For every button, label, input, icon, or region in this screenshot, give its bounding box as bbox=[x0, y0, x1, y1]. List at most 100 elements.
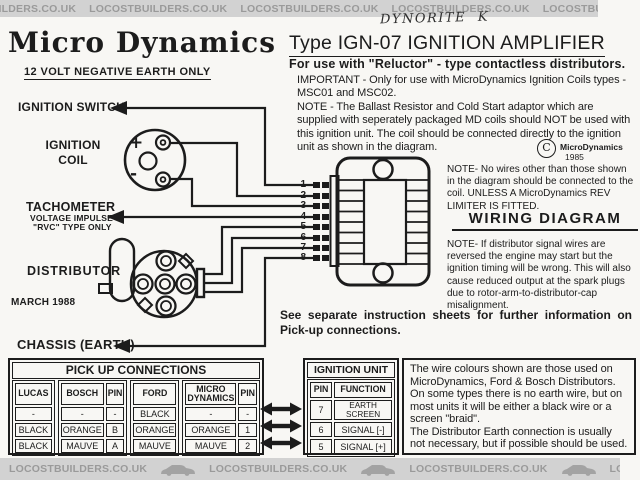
ignition-switch-label: IGNITION SWITCH bbox=[18, 100, 125, 114]
pickup-table-title: PICK UP CONNECTIONS bbox=[12, 362, 260, 379]
coil-center-hole bbox=[138, 151, 158, 171]
distributor-body bbox=[129, 249, 199, 319]
column-header: PIN bbox=[310, 382, 333, 398]
table-cell: MAUVE bbox=[185, 439, 237, 453]
distributor-clip-bottom bbox=[136, 296, 154, 314]
table-cell: SIGNAL [+] bbox=[334, 439, 392, 454]
table-link-arrows bbox=[260, 402, 302, 450]
column-header: LUCAS bbox=[15, 383, 52, 405]
table-cell: SIGNAL [-] bbox=[334, 422, 392, 437]
table-cell: - bbox=[105, 407, 125, 421]
column-header: PIN bbox=[105, 383, 125, 405]
car-silhouette-icon bbox=[561, 464, 596, 476]
watermark-text: LOCOSTBUILDERS.CO.UK bbox=[209, 463, 348, 475]
table-cell: BLACK bbox=[15, 423, 52, 437]
watermark-text: LOCOSTBUILDERS.CO.UK bbox=[240, 2, 379, 15]
distributor-label: DISTRIBUTOR bbox=[27, 264, 121, 278]
distributor-connector bbox=[195, 267, 206, 299]
car-silhouette-icon bbox=[361, 464, 396, 476]
page-subtitle: For use with "Reluctor" - type contactle… bbox=[289, 57, 626, 71]
handwritten-note: DYNORITE K bbox=[379, 9, 490, 28]
see-separate-note: See separate instruction sheets for furt… bbox=[280, 308, 632, 337]
unit-mount-hole-top bbox=[372, 158, 394, 181]
table-cell: - bbox=[185, 407, 237, 421]
distributor-vacuum-tab bbox=[98, 283, 113, 294]
table-cell: B bbox=[105, 423, 125, 437]
wiring-diagram-heading: WIRING DIAGRAM bbox=[452, 210, 638, 231]
ignition-unit-body bbox=[335, 156, 431, 287]
table-cell: ORANGE bbox=[133, 423, 177, 437]
coil-terminal-minus-icon bbox=[154, 171, 172, 188]
table-cell: BLACK bbox=[15, 439, 52, 453]
column-header: PIN bbox=[238, 383, 257, 405]
table-cell: 1 bbox=[238, 423, 257, 437]
watermark-text: LOCOSTBUILDERS.CO.UK bbox=[542, 2, 598, 15]
copyright-name: MicroDynamics bbox=[560, 142, 623, 152]
table-cell: ORANGE bbox=[60, 423, 104, 437]
table-cell: MAUVE bbox=[133, 439, 177, 453]
table-cell: 2 bbox=[238, 439, 257, 453]
table-cell: - bbox=[238, 407, 257, 421]
table-cell: EARTH SCREEN bbox=[334, 400, 392, 420]
table-cell: BLACK bbox=[133, 407, 177, 421]
brand-title: Micro Dynamics bbox=[8, 26, 276, 59]
copyright-icon: C bbox=[537, 139, 556, 158]
tachometer-sub-label-2: "RVC" TYPE ONLY bbox=[33, 222, 112, 232]
watermark-text: LOCOSTBUILDERS.CO.UK bbox=[409, 463, 548, 475]
ignition-table-title: IGNITION UNIT bbox=[307, 362, 395, 378]
table-cell: 5 bbox=[310, 439, 333, 454]
pin-number-8: 8 bbox=[300, 252, 306, 263]
unit-center-panel bbox=[362, 178, 408, 266]
watermark-text: LOCOSTBUILDERS.CO.UK bbox=[0, 2, 77, 15]
chassis-earth-label: CHASSIS (EARTH) bbox=[17, 337, 135, 352]
coil-minus-sign: - bbox=[130, 164, 138, 184]
note-reversed-wires: NOTE- If distributor signal wires are re… bbox=[447, 239, 631, 312]
unit-heatsink-fins bbox=[338, 179, 428, 265]
ignition-coil-label: IGNITION COIL bbox=[45, 138, 101, 167]
table-cell: A bbox=[105, 439, 125, 453]
wire-ignition-switch bbox=[127, 106, 313, 187]
bottom-watermark-band: LOCOSTBUILDERS.CO.UK LOCOSTBUILDERS.CO.U… bbox=[0, 458, 620, 480]
table-cell: - bbox=[60, 407, 104, 421]
tachometer-label: TACHOMETER bbox=[26, 200, 116, 214]
wire-colours-note: The wire colours shown are those used on… bbox=[402, 358, 636, 455]
coil-plus-sign: + bbox=[129, 133, 144, 153]
unit-connector-bracket bbox=[329, 175, 340, 267]
unit-mount-hole-bottom bbox=[372, 262, 394, 284]
pin-number-3: 3 bbox=[300, 200, 306, 211]
pin-number-5: 5 bbox=[300, 221, 306, 232]
watermark-text: LOCOSTBUILDERS.CO.UK bbox=[391, 2, 530, 15]
table-cell: 7 bbox=[310, 400, 333, 420]
pickup-connections-table: PICK UP CONNECTIONS LUCAS - BLACK BLACK … bbox=[8, 358, 264, 456]
page-title: Type IGN-07 IGNITION AMPLIFIER bbox=[289, 32, 605, 57]
note-no-extra-wires: NOTE- No wires other than those shown in… bbox=[447, 164, 634, 212]
distributor-clip-top bbox=[177, 252, 195, 270]
watermark-text: LOCOSTBUILDERS.CO.UK bbox=[89, 2, 228, 15]
top-watermark-band: LOCOSTBUILDERS.CO.UK LOCOSTBUILDERS.CO.U… bbox=[0, 0, 598, 17]
voltage-note: 12 VOLT NEGATIVE EARTH ONLY bbox=[24, 66, 211, 80]
watermark-text: LOCOSTBUILDERS.CO.UK bbox=[609, 463, 620, 475]
table-cell: 6 bbox=[310, 422, 333, 437]
coil-terminal-plus-icon bbox=[154, 134, 172, 151]
column-header: FUNCTION bbox=[334, 382, 392, 398]
tachometer-sub-label-1: VOLTAGE IMPULSE bbox=[30, 213, 113, 223]
important-note: IMPORTANT - Only for use with MicroDynam… bbox=[297, 74, 631, 154]
pin-connector-blocks bbox=[313, 182, 329, 261]
column-header: BOSCH bbox=[60, 383, 104, 405]
copyright-year: 1985 bbox=[565, 152, 584, 162]
column-header: FORD bbox=[133, 383, 177, 405]
column-header: MICRO DYNAMICS bbox=[185, 383, 237, 405]
watermark-text: LOCOSTBUILDERS.CO.UK bbox=[9, 463, 148, 475]
pickup-group-lucas: LUCAS - BLACK BLACK bbox=[12, 380, 55, 456]
table-cell: - bbox=[15, 407, 52, 421]
car-silhouette-icon bbox=[161, 464, 196, 476]
pin-number-1: 1 bbox=[300, 179, 306, 190]
table-cell: ORANGE bbox=[185, 423, 237, 437]
pickup-group-ford: FORD BLACK ORANGE MAUVE bbox=[130, 380, 180, 456]
date-label: MARCH 1988 bbox=[11, 297, 76, 308]
